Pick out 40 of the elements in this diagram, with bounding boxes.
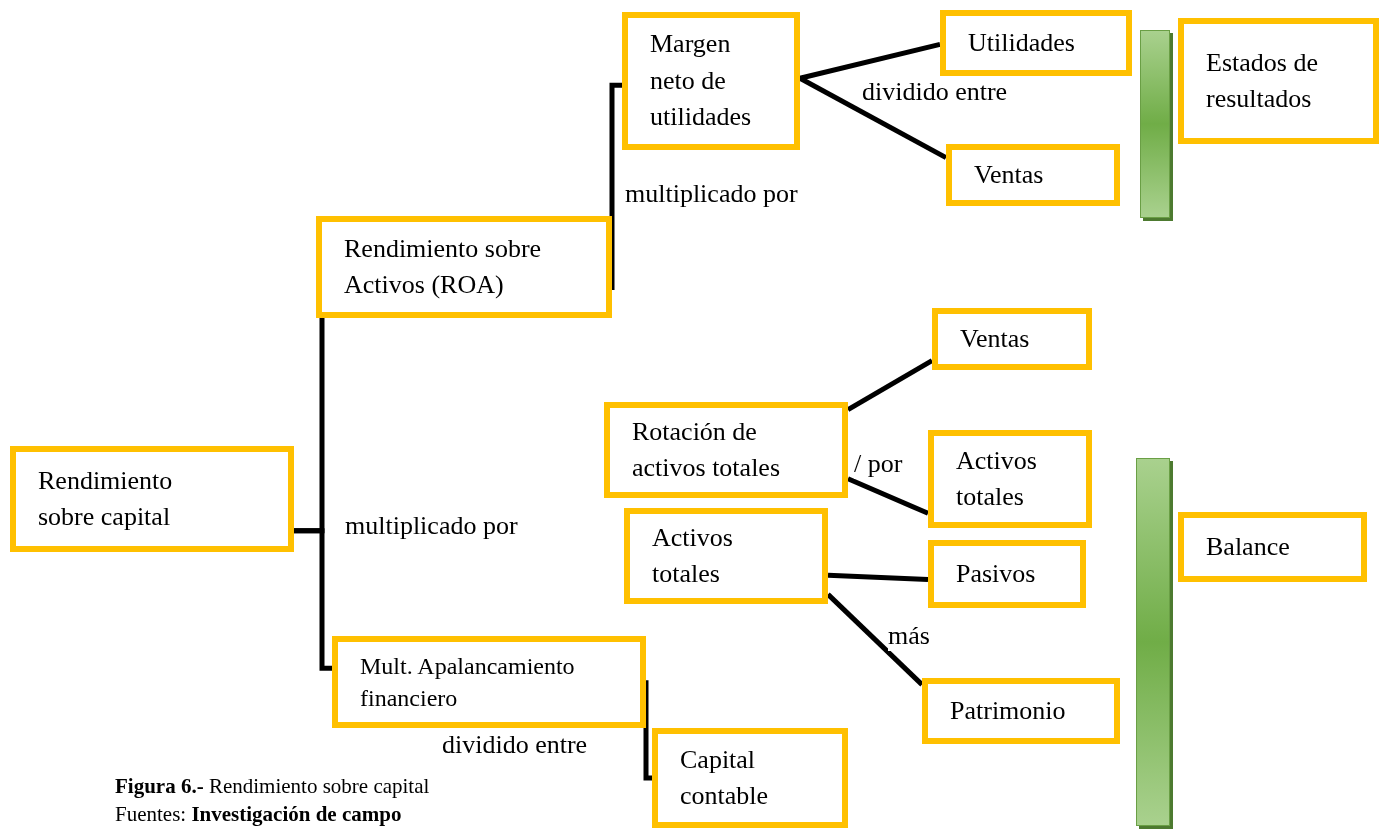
connector-line: [847, 476, 929, 516]
text-box: [624, 508, 828, 604]
text-box: [622, 12, 800, 150]
text-box: [940, 10, 1132, 76]
connector-line: [609, 82, 622, 293]
source-note: Fuentes: Investigación de campo: [115, 802, 402, 828]
text-box: [922, 678, 1120, 744]
box-text: Estados de resultados: [1206, 46, 1319, 115]
box-text: Activos totales: [956, 444, 1038, 513]
connector-line: [643, 677, 652, 781]
figure-caption: Figura 6.- Rendimiento sobre capital: [115, 774, 430, 800]
text-box: [1178, 512, 1367, 582]
text-box: [316, 216, 612, 318]
box-text: Activos totales: [652, 521, 734, 590]
connector-line: [294, 528, 332, 671]
box-text: Balance: [1206, 530, 1290, 563]
text-box: [928, 430, 1092, 528]
box-text: Rotación de activos totales: [632, 415, 781, 484]
bracket-bar: [1140, 30, 1170, 218]
box-text: Rendimiento sobre capital: [38, 464, 174, 533]
text-box: [10, 446, 294, 552]
box-text: Rendimiento sobre Activos (ROA): [344, 232, 543, 301]
text-box: [332, 636, 646, 728]
box-text: Capital contable: [680, 743, 770, 812]
box-text: Utilidades: [968, 26, 1075, 59]
text-box: [946, 144, 1120, 206]
text-box: [932, 308, 1092, 370]
box-text: Mult. Apalancamiento financiero: [360, 651, 576, 713]
text-box: [604, 402, 848, 498]
box-text: Pasivos: [956, 557, 1036, 590]
text-box: [928, 540, 1086, 608]
connector-line: [799, 41, 941, 81]
text-box: [652, 728, 848, 828]
bracket-bar: [1136, 458, 1170, 826]
box-text: Margen neto de utilidades: [650, 28, 753, 134]
text-box: [1178, 18, 1379, 144]
box-text: Patrimonio: [950, 694, 1066, 727]
box-text: Ventas: [960, 322, 1030, 355]
box-text: Ventas: [974, 158, 1044, 191]
connector-line: [827, 572, 929, 582]
